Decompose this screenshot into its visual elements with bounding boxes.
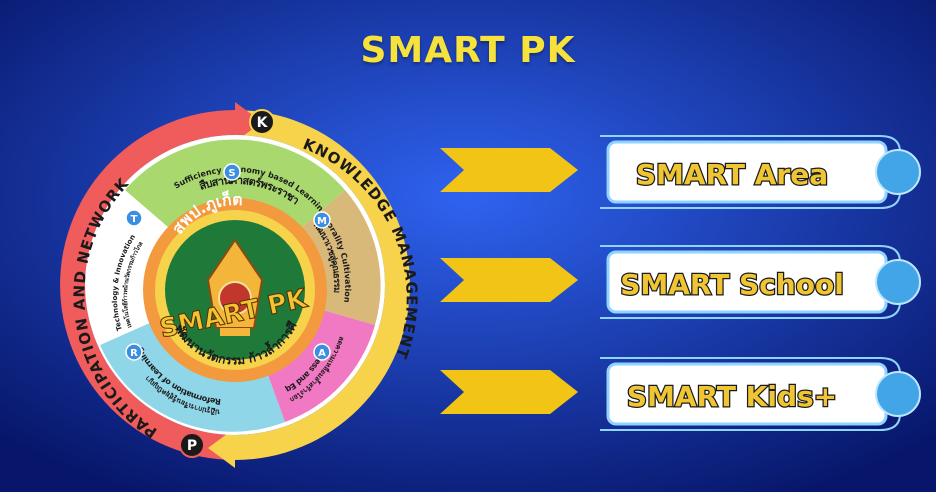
badge-a: A bbox=[313, 343, 331, 361]
participation-ring bbox=[60, 110, 236, 460]
smart-item-2: SMART School bbox=[440, 245, 921, 319]
svg-text:R: R bbox=[130, 348, 138, 359]
badge-t: T bbox=[125, 209, 143, 227]
smart-item-3: SMART Kids+ bbox=[440, 357, 921, 431]
svg-text:A: A bbox=[318, 348, 326, 359]
svg-text:P: P bbox=[187, 438, 197, 454]
badge-r: R bbox=[125, 343, 143, 361]
svg-text:S: S bbox=[228, 168, 235, 179]
chevron-arrow-icon bbox=[440, 258, 578, 302]
svg-text:T: T bbox=[131, 214, 138, 225]
badge-p: P bbox=[179, 432, 205, 458]
smart-item-label: SMART School bbox=[620, 268, 844, 301]
svg-text:M: M bbox=[317, 216, 327, 227]
badge-k: K bbox=[249, 109, 275, 135]
smart-item-1: SMART Area bbox=[440, 135, 921, 209]
knowledge-ring bbox=[235, 110, 410, 460]
chevron-arrow-icon bbox=[440, 370, 578, 414]
badge-s: S bbox=[223, 163, 241, 181]
smart-item-label: SMART Kids+ bbox=[627, 380, 837, 413]
page-title: SMART PK bbox=[360, 30, 576, 71]
ring-arrow-bottom bbox=[208, 428, 235, 468]
ring-arrow-top bbox=[235, 102, 262, 142]
dot-icon bbox=[875, 149, 921, 195]
smart-item-label: SMART Area bbox=[636, 158, 828, 191]
dot-icon bbox=[875, 259, 921, 305]
chevron-arrow-icon bbox=[440, 148, 578, 192]
svg-text:K: K bbox=[257, 115, 269, 131]
dot-icon bbox=[875, 371, 921, 417]
smart-pk-wheel: PARTICIPATION AND NETWORK KNOWLEDGE MANA… bbox=[40, 100, 420, 468]
emblem-icon bbox=[206, 238, 264, 336]
badge-m: M bbox=[313, 211, 331, 229]
